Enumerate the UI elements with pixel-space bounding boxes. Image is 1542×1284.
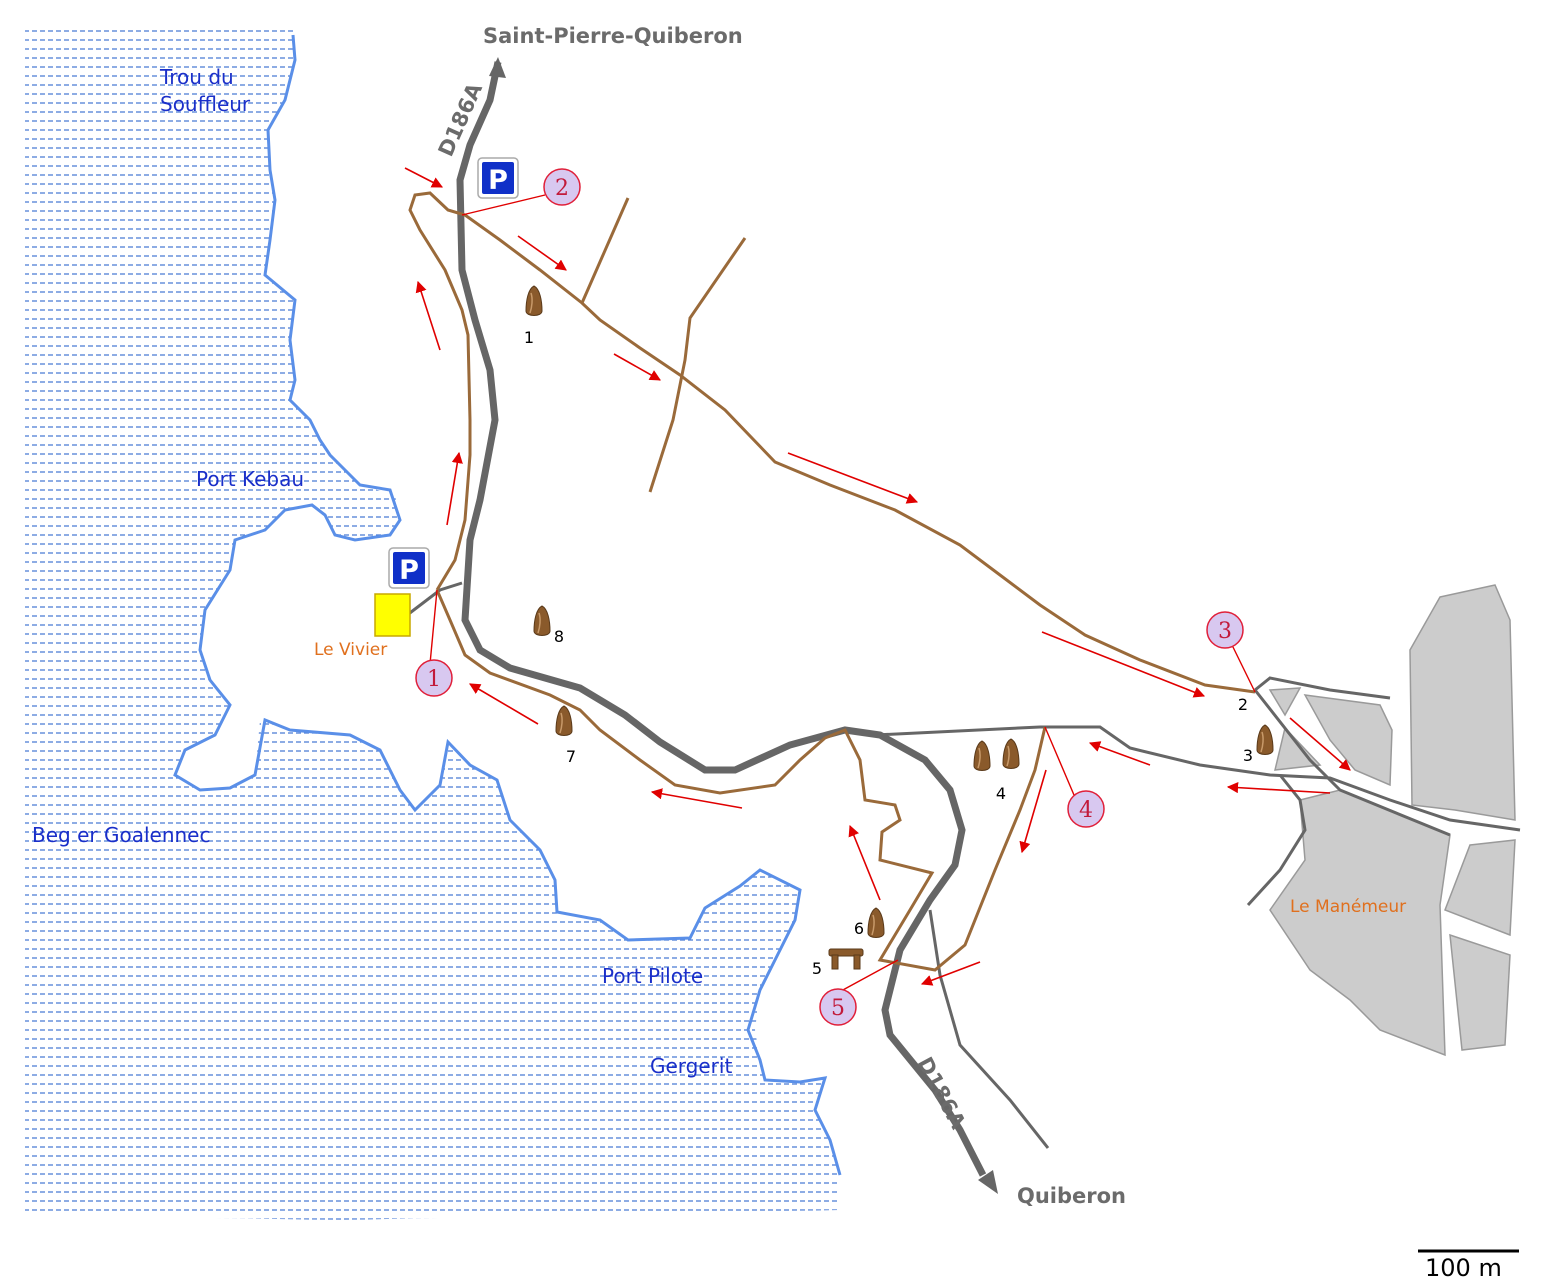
village-blocks <box>1268 584 1516 1057</box>
parking-le-vivier[interactable]: P <box>388 547 430 589</box>
step-marker-4[interactable]: 4 <box>1067 790 1105 828</box>
monument-label-3: 3 <box>1243 746 1253 765</box>
label-trou-du-souffleur-line2: Souffleur <box>160 92 251 116</box>
menhir-icon-1[interactable] <box>525 285 543 317</box>
monument-label-4: 4 <box>996 784 1006 803</box>
coastline <box>173 34 842 1176</box>
menhir-icon-8[interactable] <box>533 605 551 637</box>
parking-icon: P <box>488 165 508 196</box>
direction-arrows <box>404 167 1351 986</box>
scale-bar: 100 m <box>1418 1249 1519 1282</box>
step-number: 2 <box>555 176 569 201</box>
monument-label-2: 2 <box>1238 695 1248 714</box>
step-marker-2[interactable]: 2 <box>543 168 581 206</box>
road-arrow-south <box>978 1170 998 1194</box>
step-number: 5 <box>831 996 845 1021</box>
monument-label-6: 6 <box>854 919 864 938</box>
road-arrow-north <box>489 57 506 78</box>
label-le-manemeur: Le Manémeur <box>1290 897 1406 917</box>
step-number: 3 <box>1218 619 1232 644</box>
scale-label: 100 m <box>1425 1254 1502 1282</box>
label-port-pilote: Port Pilote <box>602 964 703 988</box>
menhir-icon-6[interactable] <box>867 907 885 939</box>
label-d186a-south: D186A <box>913 1053 971 1133</box>
parking-north[interactable]: P <box>477 157 519 199</box>
step-marker-5[interactable]: 5 <box>819 988 857 1026</box>
start-marker[interactable] <box>374 593 411 637</box>
sea-area <box>25 30 840 1220</box>
label-le-vivier: Le Vivier <box>314 640 387 660</box>
step-marker-1[interactable]: 1 <box>415 659 453 697</box>
label-beg-er-goalennec: Beg er Goalennec <box>32 823 210 847</box>
monument-label-1: 1 <box>524 328 534 347</box>
step-number: 1 <box>427 667 441 692</box>
menhir-icon-7[interactable] <box>555 705 573 737</box>
trail-network <box>408 191 1256 972</box>
menhir-icon-4b[interactable] <box>1002 738 1020 770</box>
monument-label-8: 8 <box>554 627 564 646</box>
label-saint-pierre-quiberon: Saint-Pierre-Quiberon <box>483 24 743 48</box>
menhir-icon-4a[interactable] <box>973 740 991 772</box>
dolmen-icon-5[interactable] <box>828 948 864 970</box>
label-port-kebau: Port Kebau <box>196 467 304 491</box>
label-gergerit: Gergerit <box>650 1054 732 1078</box>
label-quiberon: Quiberon <box>1017 1184 1126 1208</box>
parking-icon: P <box>399 555 419 586</box>
label-trou-du-souffleur-line1: Trou du <box>159 65 234 89</box>
main-road-d186a <box>456 61 987 1177</box>
monument-label-7: 7 <box>566 747 576 766</box>
monument-label-5: 5 <box>812 959 822 978</box>
step-number: 4 <box>1079 798 1093 823</box>
step-marker-3[interactable]: 3 <box>1206 611 1244 649</box>
menhir-icon-3[interactable] <box>1256 724 1274 756</box>
minor-roads <box>397 581 1521 1149</box>
